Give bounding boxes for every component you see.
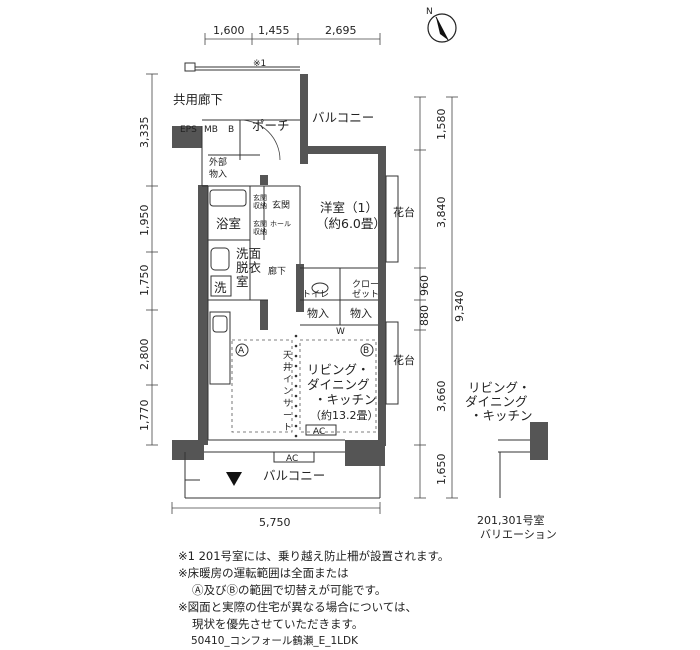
entrance-storage-label-1: 玄関 bbox=[253, 193, 267, 202]
variation-caption-1: 201,301号室 bbox=[477, 513, 545, 527]
note-1: ※1 201号室には、乗り越え防止柵が設置されます。 bbox=[178, 549, 450, 563]
ceiling-insert-char-6: ー bbox=[283, 411, 292, 421]
entrance-storage-label-2: 収納 bbox=[253, 201, 267, 210]
notes: ※1 201号室には、乗り越え防止柵が設置されます。 ※床暖房の運転範囲は全面ま… bbox=[178, 548, 449, 633]
closet-label-1: クロー bbox=[352, 279, 379, 290]
note-3: Ⓐ及びⒷの範囲で切替えが可能です。 bbox=[192, 583, 387, 597]
ac-units bbox=[273, 424, 337, 463]
note-5: 現状を優先させていただきます。 bbox=[192, 617, 364, 631]
western-room-size: （約6.0畳） bbox=[316, 216, 386, 231]
toilet-fixture bbox=[311, 282, 329, 294]
footer-code: 50410_コンフォール鶴瀬_E_1LDK bbox=[191, 635, 358, 647]
bath-label: 浴室 bbox=[216, 216, 241, 231]
ceiling-insert-char-7: ト bbox=[283, 423, 292, 433]
entrance-label: 玄関 bbox=[272, 199, 290, 211]
ldk-label-1: リビング・ bbox=[307, 362, 370, 377]
washbasin bbox=[210, 247, 230, 271]
compass-icon: N bbox=[426, 7, 457, 43]
walls bbox=[172, 74, 386, 466]
flower-stand-label-2: 花台 bbox=[393, 353, 415, 367]
w-label: W bbox=[336, 327, 345, 337]
dim-right-total: 9,340 bbox=[453, 291, 466, 323]
dim-right-2: 3,840 bbox=[435, 197, 448, 229]
ceiling-insert-char-2: 井 bbox=[283, 361, 292, 373]
dim-left-1: 3,335 bbox=[138, 117, 151, 149]
variation-caption-2: バリエーション bbox=[480, 528, 557, 541]
ceiling-insert-char-5: サ bbox=[283, 398, 292, 409]
dimension-left: 3,335 1,950 1,750 2,800 1,770 bbox=[138, 73, 158, 446]
top-rail: ※1 bbox=[184, 59, 300, 72]
dim-left-2: 1,950 bbox=[138, 205, 151, 237]
kitchen-counter bbox=[209, 311, 231, 385]
washer-label: 洗 bbox=[214, 280, 227, 295]
washer-box bbox=[210, 275, 232, 297]
dimension-right: 1,580 3,840 960 880 3,660 1,650 9,340 bbox=[414, 96, 466, 499]
dim-left-4: 2,800 bbox=[138, 339, 151, 371]
dim-bottom: 5,750 bbox=[259, 516, 291, 529]
b-label: B bbox=[228, 125, 234, 135]
dim-top-1: 1,600 bbox=[213, 24, 245, 37]
variation-inset: リビング・ ダイニング ・キッチン 201,301号室 バリエーション bbox=[465, 380, 557, 541]
entry-arrow-icon bbox=[226, 472, 242, 486]
flower-stands bbox=[385, 175, 399, 405]
zone-a-label: A bbox=[238, 346, 245, 356]
washroom-label-1: 洗面 bbox=[236, 246, 261, 261]
rail-note-mark: ※1 bbox=[253, 59, 266, 69]
ldk-label-2: ダイニング bbox=[307, 377, 370, 392]
hallway-label: 廊下 bbox=[268, 265, 286, 277]
dimension-top: 1,600 1,455 2,695 bbox=[204, 24, 381, 45]
ac-label-2: AC bbox=[286, 454, 298, 464]
dim-right-4: 880 bbox=[418, 305, 431, 326]
dim-top-2: 1,455 bbox=[258, 24, 290, 37]
porch-label: ポーチ bbox=[252, 118, 290, 133]
toilet-label: トイレ bbox=[302, 290, 329, 300]
storage-label-1: 物入 bbox=[307, 306, 329, 320]
ceiling-insert-char-3: イ bbox=[283, 375, 292, 385]
floor-heating-zones: A B bbox=[231, 339, 377, 433]
bathtub bbox=[209, 189, 247, 207]
balcony-bottom-label: バルコニー bbox=[263, 468, 325, 483]
compass-north-label: N bbox=[426, 7, 433, 17]
hall-storage-label-1: 玄関 bbox=[253, 219, 267, 228]
outdoor-storage-label-2: 物入 bbox=[209, 168, 227, 180]
interior-lines bbox=[184, 119, 381, 499]
variation-ldk-1: リビング・ bbox=[468, 380, 531, 395]
dim-right-5: 3,660 bbox=[435, 381, 448, 413]
washroom-label-3: 室 bbox=[236, 274, 249, 289]
dim-left-5: 1,770 bbox=[138, 400, 151, 432]
closet-label-2: ゼット bbox=[352, 288, 379, 300]
balcony-top-label: バルコニー bbox=[312, 110, 374, 125]
dim-right-1: 1,580 bbox=[435, 109, 448, 141]
ceiling-insert-char-1: 天 bbox=[283, 351, 292, 361]
ldk-size: （約13.2畳） bbox=[310, 408, 379, 422]
outdoor-storage-label-1: 外部 bbox=[209, 156, 227, 168]
dimension-bottom: 5,750 bbox=[171, 502, 381, 529]
corridor-label: 共用廊下 bbox=[173, 92, 223, 107]
dim-right-3: 960 bbox=[418, 275, 431, 296]
ac-label-1: AC bbox=[313, 427, 325, 437]
western-room-label: 洋室（1） bbox=[320, 200, 378, 215]
flower-stand-label-1: 花台 bbox=[393, 205, 415, 219]
storage-label-2: 物入 bbox=[350, 306, 372, 320]
ceiling-insert-dots bbox=[294, 334, 298, 438]
note-2: ※床暖房の運転範囲は全面または bbox=[178, 566, 349, 580]
ceiling-insert-label: 天 井 イ ン サ ー ト bbox=[283, 351, 292, 433]
zone-b-label: B bbox=[363, 346, 369, 356]
ldk-label-3: ・キッチン bbox=[314, 392, 377, 407]
dim-right-6: 1,650 bbox=[435, 454, 448, 486]
variation-ldk-3: ・キッチン bbox=[470, 408, 533, 423]
eps-label: EPS bbox=[180, 125, 197, 135]
washroom-label-2: 脱衣 bbox=[236, 260, 262, 275]
note-4: ※図面と実際の住宅が異なる場合については、 bbox=[178, 600, 418, 614]
hall-storage-label-3: 収納 bbox=[253, 227, 267, 236]
variation-ldk-2: ダイニング bbox=[465, 394, 528, 409]
dim-left-3: 1,750 bbox=[138, 265, 151, 297]
dim-top-3: 2,695 bbox=[325, 24, 357, 37]
hall-storage-label-2: ホール bbox=[270, 220, 291, 228]
mb-label: MB bbox=[204, 125, 218, 135]
ceiling-insert-char-4: ン bbox=[283, 387, 292, 397]
